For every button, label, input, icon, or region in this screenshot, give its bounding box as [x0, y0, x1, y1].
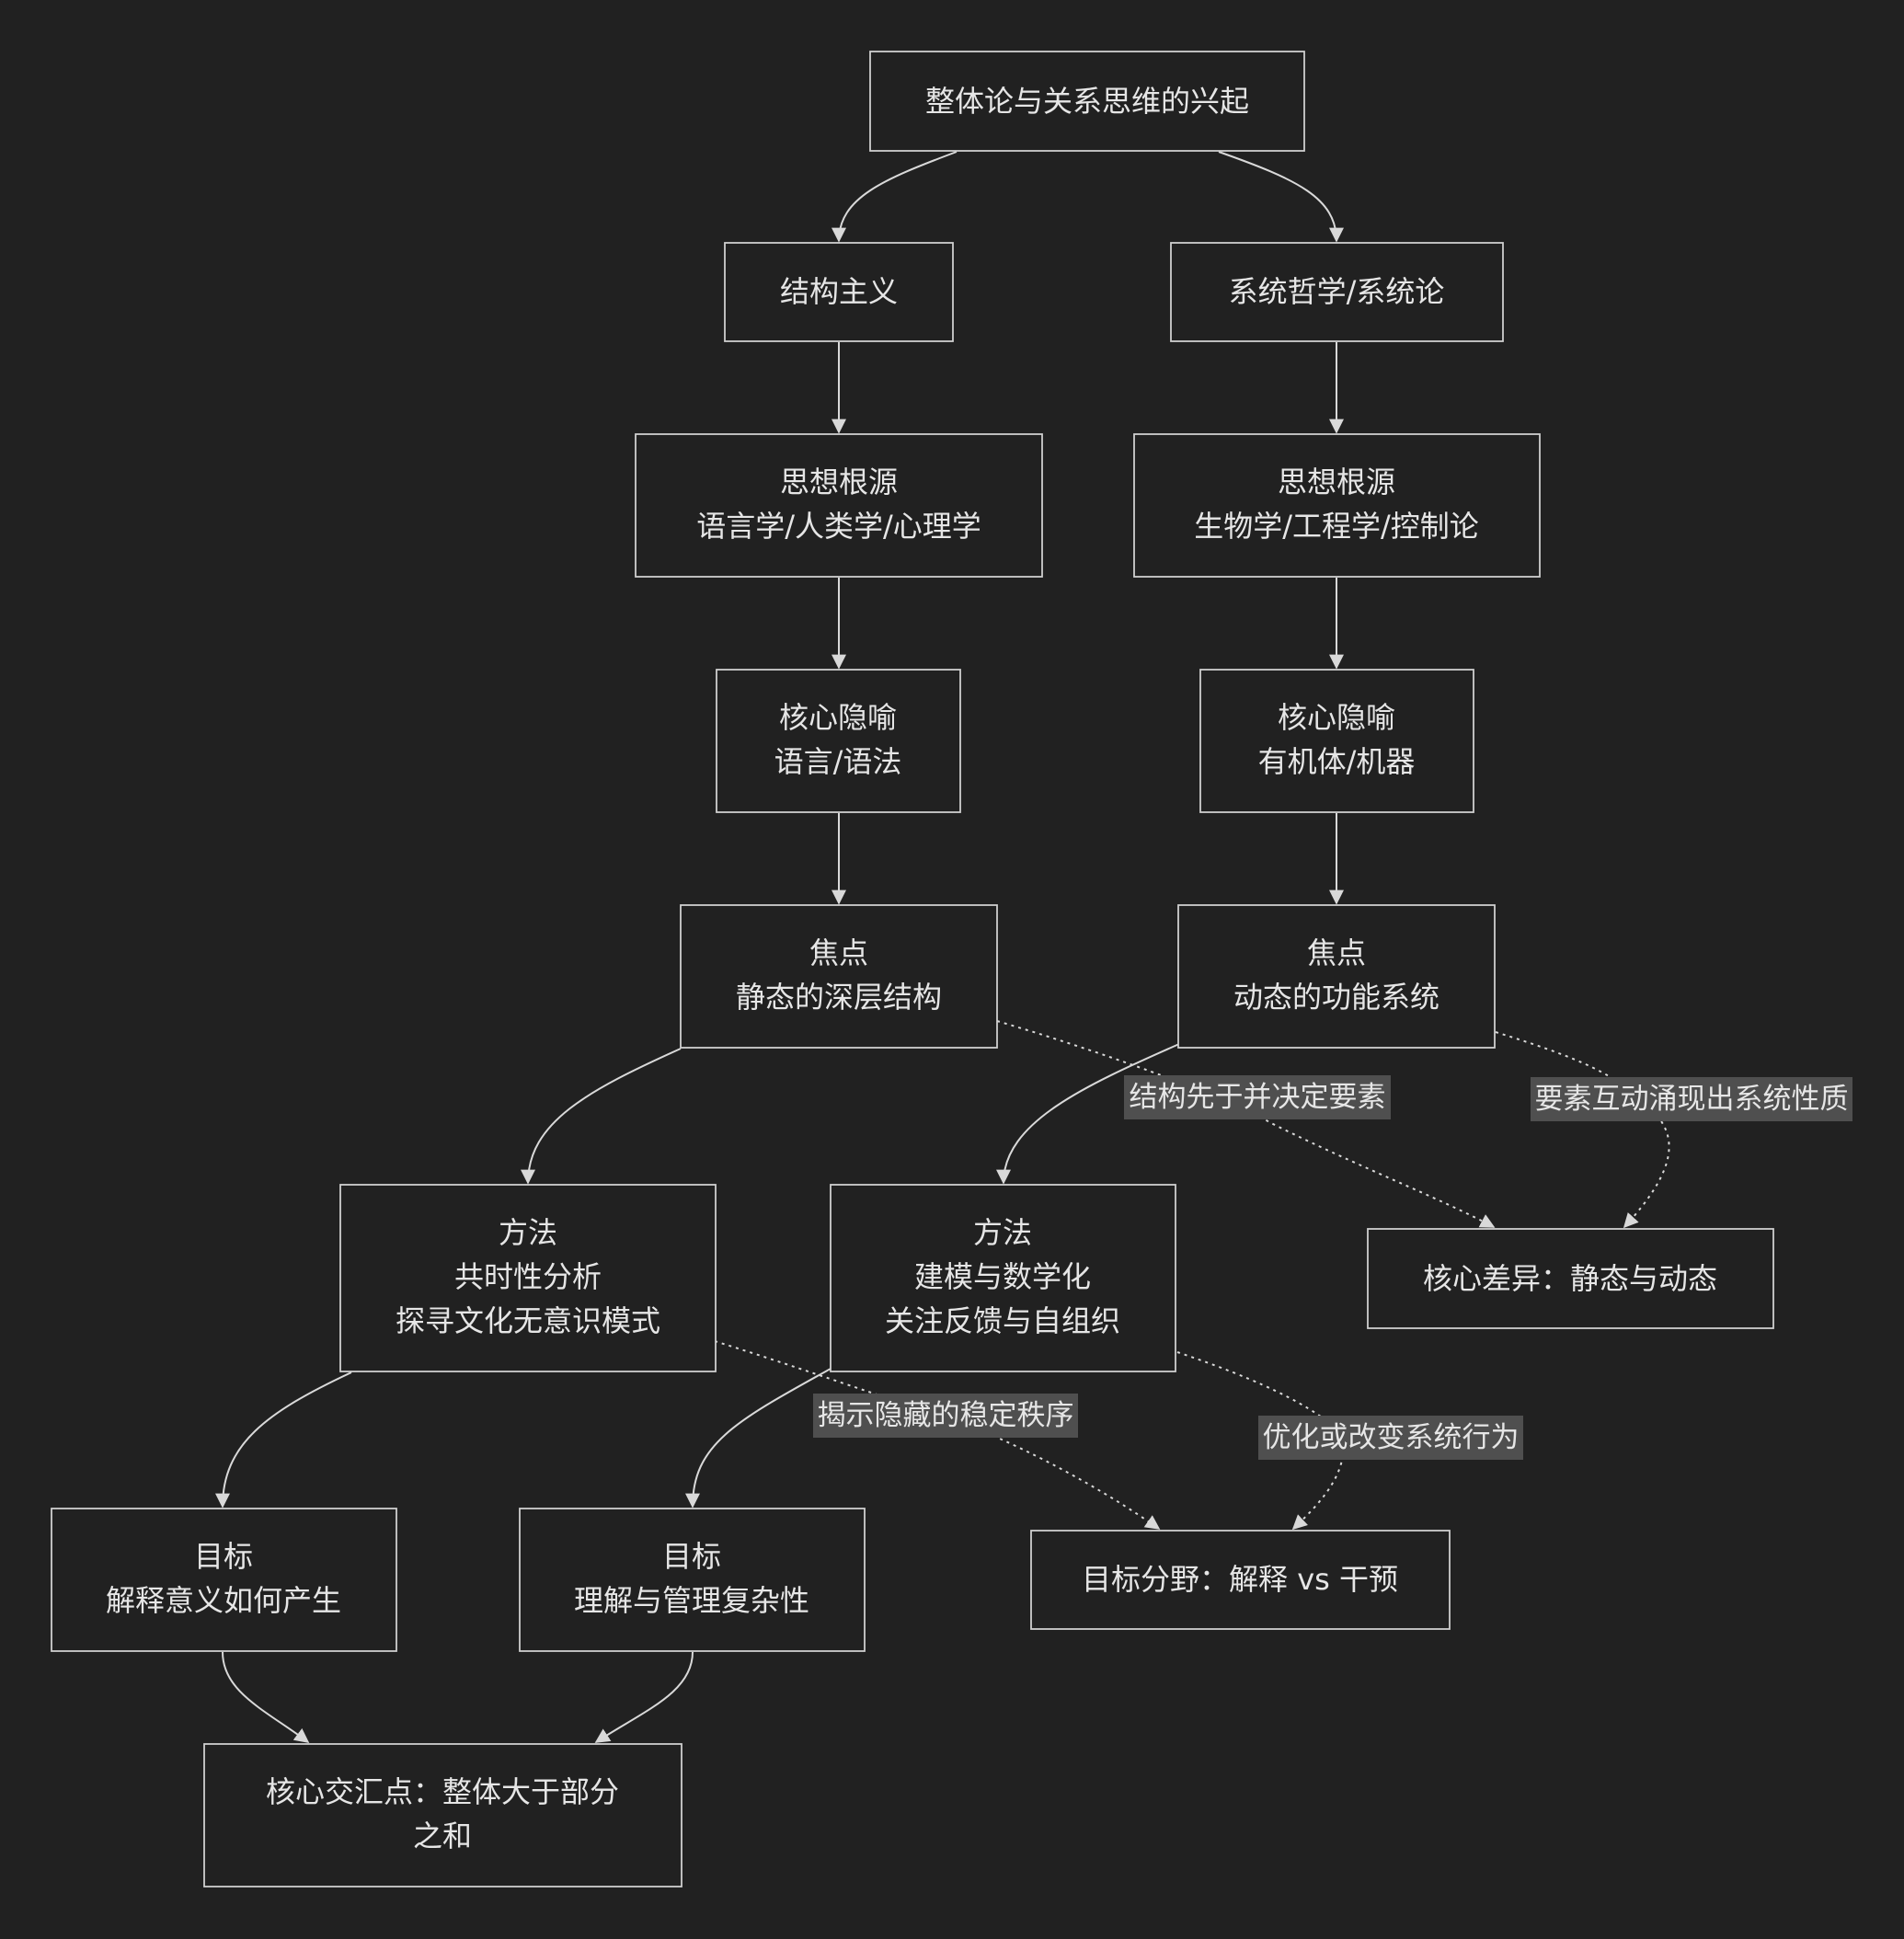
node-line: 建模与数学化	[914, 1259, 1091, 1294]
node-line: 关注反馈与自组织	[885, 1303, 1120, 1338]
node-line: 整体论与关系思维的兴起	[925, 84, 1249, 119]
node-s-focus: 焦点 静态的深层结构	[680, 904, 998, 1049]
edge-y-goal-meet	[594, 1651, 694, 1743]
edge-label-text: 结构先于并决定要素	[1130, 1081, 1386, 1114]
node-line: 思想根源	[780, 465, 898, 499]
node-line: 语言学/人类学/心理学	[696, 509, 981, 544]
edge-labels: 结构先于并决定要素 要素互动涌现出系统性质 揭示隐藏的稳定秩序 优化或改变系统行…	[813, 1075, 1852, 1460]
node-holism-rise: 整体论与关系思维的兴起	[869, 51, 1305, 152]
node-line: 焦点	[809, 935, 868, 970]
edge-label-text: 优化或改变系统行为	[1263, 1421, 1520, 1454]
node-line: 共时性分析	[454, 1259, 602, 1294]
node-line: 理解与管理复杂性	[574, 1583, 809, 1618]
node-line: 方法	[499, 1215, 557, 1250]
node-s-intellectual-roots: 思想根源 语言学/人类学/心理学	[635, 433, 1043, 578]
node-line: 动态的功能系统	[1233, 980, 1439, 1015]
edge-root-systems	[1218, 151, 1344, 243]
edge-s-method-goal	[215, 1371, 352, 1509]
edge-root-structuralism	[832, 151, 958, 243]
node-core-difference: 核心差异：静态与动态	[1367, 1228, 1774, 1329]
edge-label-structure-determines: 结构先于并决定要素	[1124, 1075, 1391, 1119]
node-line: 焦点	[1307, 935, 1366, 970]
edge-label-hidden-order: 揭示隐藏的稳定秩序	[813, 1394, 1078, 1438]
node-structuralism: 结构主义	[724, 242, 954, 342]
node-s-core-metaphor: 核心隐喻 语言/语法	[716, 669, 961, 813]
edge-s-focus-method	[521, 1048, 682, 1185]
node-line: 解释意义如何产生	[106, 1583, 341, 1618]
node-line: 系统哲学/系统论	[1229, 274, 1445, 309]
node-line: 目标分野：解释 vs 干预	[1082, 1562, 1398, 1597]
node-y-goal: 目标 理解与管理复杂性	[519, 1508, 866, 1652]
node-line: 核心隐喻	[779, 700, 897, 735]
edge-label-emergence: 要素互动涌现出系统性质	[1531, 1077, 1852, 1121]
edge-y-method-goal	[685, 1368, 832, 1509]
node-line: 方法	[973, 1215, 1032, 1250]
node-s-goal: 目标 解释意义如何产生	[51, 1508, 397, 1652]
node-line: 有机体/机器	[1258, 744, 1416, 779]
node-line: 之和	[413, 1819, 472, 1853]
edge-label-text: 要素互动涌现出系统性质	[1535, 1083, 1849, 1116]
edge-s-goal-meet	[222, 1651, 310, 1743]
edge-label-text: 揭示隐藏的稳定秩序	[818, 1399, 1074, 1432]
edge-y-focus-difference	[1495, 1031, 1670, 1229]
node-line: 思想根源	[1278, 465, 1395, 499]
node-line: 目标	[194, 1539, 253, 1574]
node-line: 探寻文化无意识模式	[396, 1303, 660, 1338]
node-y-core-metaphor: 核心隐喻 有机体/机器	[1199, 669, 1474, 813]
edge-label-optimize: 优化或改变系统行为	[1258, 1416, 1523, 1460]
node-line: 目标	[662, 1539, 721, 1574]
node-line: 核心交汇点：整体大于部分	[266, 1774, 619, 1809]
node-line: 结构主义	[780, 274, 898, 309]
node-line: 语言/语法	[774, 744, 902, 779]
nodes: 整体论与关系思维的兴起 结构主义 系统哲学/系统论 思想根源 语言学/人类学/心…	[51, 51, 1774, 1887]
node-s-method: 方法 共时性分析 探寻文化无意识模式	[339, 1184, 717, 1372]
node-systems-philosophy: 系统哲学/系统论	[1170, 242, 1504, 342]
node-line: 核心隐喻	[1278, 700, 1395, 735]
node-core-meeting-point: 核心交汇点：整体大于部分 之和	[203, 1743, 682, 1887]
node-y-intellectual-roots: 思想根源 生物学/工程学/控制论	[1133, 433, 1541, 578]
node-line: 核心差异：静态与动态	[1423, 1261, 1717, 1296]
node-line: 生物学/工程学/控制论	[1194, 509, 1479, 544]
edge-y-focus-method	[996, 1043, 1180, 1185]
node-goal-divide: 目标分野：解释 vs 干预	[1030, 1530, 1451, 1630]
node-line: 静态的深层结构	[736, 980, 942, 1015]
node-y-method: 方法 建模与数学化 关注反馈与自组织	[830, 1184, 1176, 1372]
node-y-focus: 焦点 动态的功能系统	[1177, 904, 1496, 1049]
